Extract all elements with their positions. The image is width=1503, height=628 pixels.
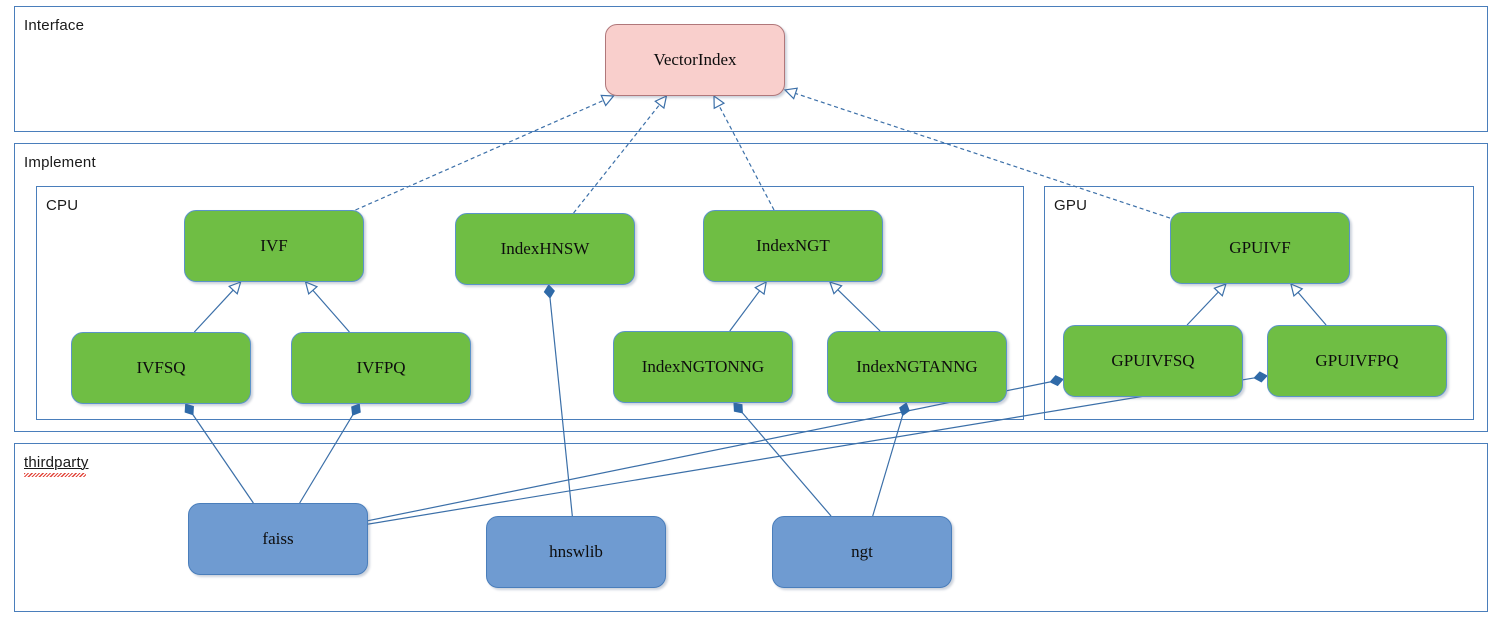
- node-hnswlib[interactable]: hnswlib: [486, 516, 666, 588]
- node-label: IndexNGTONNG: [641, 356, 765, 376]
- node-ngt[interactable]: ngt: [772, 516, 952, 588]
- frame-label-cpu: CPU: [46, 197, 79, 214]
- node-label: IndexHNSW: [500, 238, 590, 258]
- node-gpuivfpq[interactable]: GPUIVFPQ: [1267, 325, 1447, 397]
- node-label: IndexNGT: [756, 235, 830, 255]
- node-indexngtonng[interactable]: IndexNGTONNG: [613, 331, 793, 403]
- node-label: faiss: [262, 528, 294, 548]
- node-gpuivf[interactable]: GPUIVF: [1170, 212, 1350, 284]
- frame-label-implement: Implement: [24, 154, 96, 171]
- frame-label-gpu: GPU: [1054, 197, 1088, 214]
- node-ivf[interactable]: IVF: [184, 210, 364, 282]
- node-indexhnsw[interactable]: IndexHNSW: [455, 213, 635, 285]
- node-label: ngt: [851, 541, 873, 561]
- node-indexngt[interactable]: IndexNGT: [703, 210, 883, 282]
- frame-gpu[interactable]: [1044, 186, 1474, 420]
- node-label: VectorIndex: [653, 49, 737, 69]
- node-label: IVF: [260, 235, 288, 255]
- node-indexngtanng[interactable]: IndexNGTANNG: [827, 331, 1007, 403]
- node-vectorindex[interactable]: VectorIndex: [605, 24, 785, 96]
- node-label: IVFPQ: [356, 357, 406, 377]
- node-label: IVFSQ: [136, 357, 186, 377]
- node-label: IndexNGTANNG: [856, 356, 978, 376]
- node-label: GPUIVFSQ: [1111, 350, 1195, 370]
- frame-label-thirdparty: thirdparty: [24, 454, 89, 471]
- node-label: GPUIVFPQ: [1315, 350, 1399, 370]
- node-ivfsq[interactable]: IVFSQ: [71, 332, 251, 404]
- node-label: hnswlib: [549, 541, 603, 561]
- node-faiss[interactable]: faiss: [188, 503, 368, 575]
- node-ivfpq[interactable]: IVFPQ: [291, 332, 471, 404]
- frame-label-interface: Interface: [24, 17, 85, 34]
- node-label: GPUIVF: [1229, 237, 1291, 257]
- node-gpuivfsq[interactable]: GPUIVFSQ: [1063, 325, 1243, 397]
